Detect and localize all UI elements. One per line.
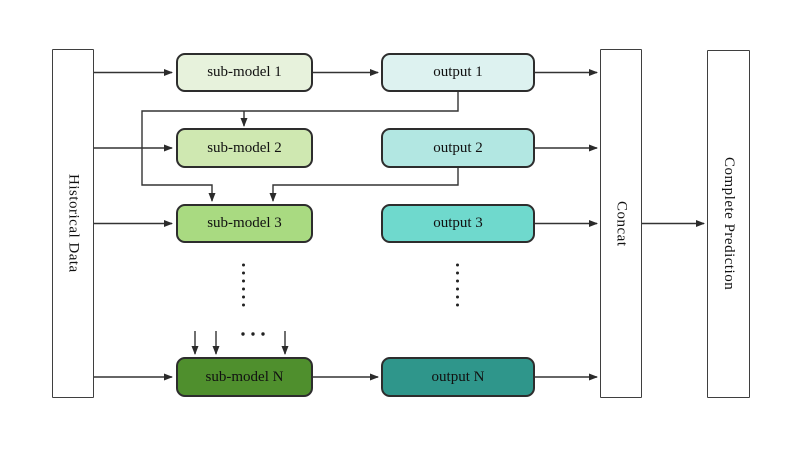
node-sub-model-n: sub-model N (176, 357, 313, 397)
ellipsis-horizontal-above-submodel-n (241, 332, 265, 336)
wire-output-2-to-submodel-3 (269, 168, 459, 202)
ellipsis-vertical-outputs (456, 263, 459, 307)
historical-data-label: Historical Data (65, 174, 82, 273)
node-output-2: output 2 (381, 128, 535, 168)
node-historical-data: Historical Data (52, 49, 94, 398)
node-output-1: output 1 (381, 53, 535, 92)
node-sub-model-2: sub-model 2 (176, 128, 313, 168)
wire-output-1-to-submodel-3 (141, 92, 459, 202)
node-output-n: output N (381, 357, 535, 397)
node-sub-model-1: sub-model 1 (176, 53, 313, 92)
node-complete-prediction: Complete Prediction (707, 50, 750, 398)
node-sub-model-3: sub-model 3 (176, 204, 313, 243)
concat-label: Concat (613, 200, 630, 247)
complete-prediction-label: Complete Prediction (721, 157, 737, 291)
ellipsis-vertical-submodels (242, 263, 245, 307)
node-concat: Concat (600, 49, 642, 398)
node-output-3: output 3 (381, 204, 535, 243)
